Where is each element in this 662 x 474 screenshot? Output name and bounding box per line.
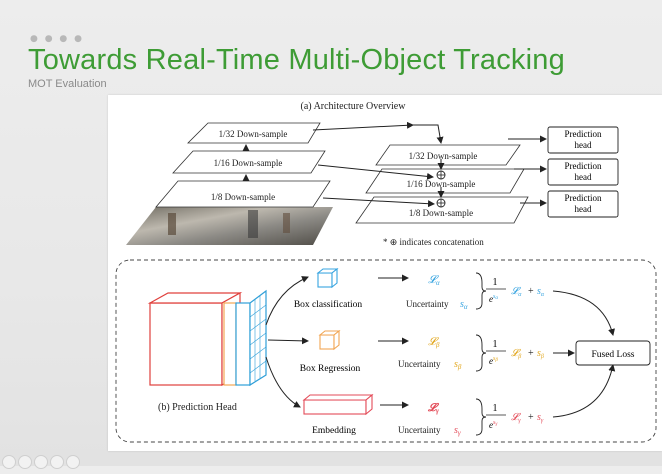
pedestrian-silhouette [283, 213, 290, 233]
branch-label-regression: Box Regression [300, 364, 361, 374]
loss-symbol: 𝓛β [428, 336, 440, 349]
loss-symbol: 𝓛α [428, 274, 440, 287]
prediction-head-line1: Prediction [565, 161, 602, 171]
svg-text:1: 1 [493, 277, 498, 288]
svg-text:+: + [528, 412, 534, 423]
uncertainty-symbol: sγ [454, 425, 461, 437]
prediction-head-line2: head [575, 204, 592, 214]
fused-loss-label: Fused Loss [591, 350, 634, 360]
input-image [126, 207, 333, 245]
feature-map-blue [235, 302, 251, 386]
prediction-head-line2: head [575, 172, 592, 182]
right-layer-8-label: 1/8 Down-sample [409, 208, 473, 218]
loss-symbol: 𝓛γ [427, 402, 440, 415]
concat-icon [436, 198, 446, 208]
svg-text:sα: sα [537, 286, 545, 298]
lateral-arrow [413, 124, 444, 144]
feature-map-orange [223, 302, 237, 386]
branch-arrow [267, 337, 309, 345]
nav-dot [2, 455, 16, 469]
slide-subtitle: MOT Evaluation [28, 78, 107, 90]
embedding-bar-icon [302, 393, 374, 416]
svg-text:𝓛γ: 𝓛γ [511, 412, 521, 424]
prediction-head-caption: (b) Prediction Head [158, 402, 237, 413]
lateral-arrow [312, 121, 414, 131]
right-layer-16-label: 1/16 Down-sample [407, 179, 476, 189]
prediction-head-line1: Prediction [565, 193, 602, 203]
left-layer-8-label: 1/8 Down-sample [211, 192, 275, 202]
branch-label-embedding: Embedding [312, 426, 356, 436]
feature-grid [249, 289, 267, 387]
slide-nav-dots [0, 455, 80, 474]
left-layer-32-label: 1/32 Down-sample [219, 129, 288, 139]
lateral-arrow [322, 197, 435, 208]
left-layer-8 [155, 180, 331, 208]
loss-row-beta: 𝓛β Uncertainty sβ 1 esβ 𝓛β + sβ [398, 334, 544, 372]
slide-title: Towards Real-Time Multi-Object Tracking [28, 44, 565, 76]
prediction-head-line2: head [575, 140, 592, 150]
uncertainty-label: Uncertainty [398, 359, 441, 369]
svg-text:esβ: esβ [489, 356, 498, 366]
classification-cube-icon [316, 267, 339, 289]
left-layer-32 [187, 122, 321, 144]
left-layer-16 [172, 150, 326, 174]
slide-dots: ● ● ● ● [30, 34, 84, 44]
figure-svg: (a) Architecture Overview 1/32 Down-samp… [115, 101, 657, 443]
uncertainty-label: Uncertainty [406, 299, 449, 309]
feature-map-red [149, 302, 223, 386]
prediction-head-box [547, 158, 619, 186]
loss-row-alpha: 𝓛α Uncertainty sα 1 esα 𝓛α + sα [406, 272, 545, 311]
svg-text:+: + [528, 348, 534, 359]
nav-dot [66, 455, 80, 469]
left-layer-16-label: 1/16 Down-sample [214, 158, 283, 168]
svg-text:esγ: esγ [489, 420, 498, 430]
uncertainty-symbol: sβ [454, 359, 462, 371]
nav-dot [34, 455, 48, 469]
prediction-head-line1: Prediction [565, 129, 602, 139]
concat-note: * ⊕ indicates concatenation [383, 237, 484, 247]
branch-label-classification: Box classification [294, 299, 363, 310]
pedestrian-silhouette [168, 213, 176, 235]
svg-text:1: 1 [493, 339, 498, 350]
nav-dot [18, 455, 32, 469]
svg-text:sβ: sβ [537, 348, 544, 360]
architecture-figure: (a) Architecture Overview 1/32 Down-samp… [108, 95, 662, 451]
svg-text:sγ: sγ [537, 412, 544, 424]
loss-row-gamma: 𝓛γ Uncertainty sγ 1 esγ 𝓛γ + sγ [398, 398, 544, 437]
svg-text:𝓛β: 𝓛β [511, 348, 521, 360]
pedestrian-silhouette [248, 210, 258, 238]
concat-icon [436, 170, 446, 180]
branch-arrow [265, 356, 301, 408]
uncertainty-label: Uncertainty [398, 425, 441, 435]
svg-text:1: 1 [493, 403, 498, 414]
right-layer-32 [375, 144, 521, 166]
fused-loss-box [575, 340, 651, 366]
prediction-head-container [115, 259, 657, 443]
fuse-arrow [552, 290, 615, 336]
prediction-head-box [547, 126, 619, 154]
svg-text:+: + [528, 286, 534, 297]
svg-text:esα: esα [489, 294, 498, 304]
prediction-head-box [547, 190, 619, 218]
regression-cube-icon [318, 329, 341, 351]
svg-text:𝓛α: 𝓛α [511, 286, 522, 298]
branch-arrow [265, 276, 309, 326]
fuse-arrow [552, 364, 616, 418]
right-layer-32-label: 1/32 Down-sample [409, 151, 478, 161]
uncertainty-symbol: sα [460, 299, 468, 311]
right-layer-8 [355, 196, 529, 224]
lateral-arrow [317, 164, 434, 180]
architecture-caption: (a) Architecture Overview [301, 101, 407, 112]
nav-dot [50, 455, 64, 469]
